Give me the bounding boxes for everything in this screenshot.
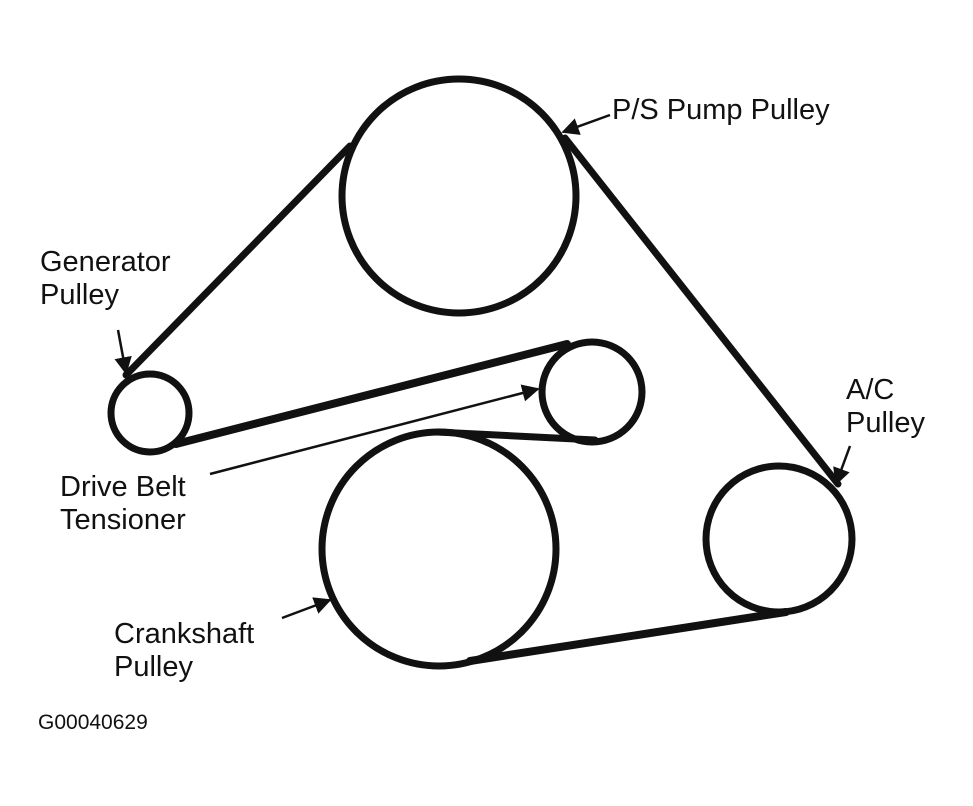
crankshaft-pulley-label: Crankshaft Pulley: [114, 618, 255, 683]
crankshaft-leader-arrow: [281, 597, 332, 620]
belt-segment-generator-to-ps: [122, 142, 354, 379]
drive-belt-tensioner-label: Drive Belt Tensioner: [60, 471, 186, 536]
belt-segment-tensioner-to-crankshaft: [433, 428, 599, 444]
belt-segment-ps-to-ac: [561, 134, 842, 488]
ac-leader-arrow: [833, 445, 852, 486]
tensioner-leader-arrow: [209, 384, 540, 476]
ps-pump-pulley: [338, 75, 580, 317]
generator-leader-arrow: [114, 329, 132, 375]
tensioner-pulley: [538, 338, 646, 446]
generator-pulley-label: Generator Pulley: [40, 246, 171, 311]
crankshaft-pulley: [318, 428, 560, 670]
figure-id: G00040629: [38, 711, 148, 734]
ac-pulley: [702, 462, 856, 616]
ac-pulley-label: A/C Pulley: [846, 374, 925, 439]
belt-segment-crankshaft-to-ac: [466, 608, 790, 665]
ps-pump-pulley-label: P/S Pump Pulley: [612, 94, 830, 126]
generator-pulley: [107, 370, 193, 456]
ps-pump-leader-arrow: [561, 113, 611, 135]
belt-segment-generator-to-tensioner: [172, 340, 571, 448]
